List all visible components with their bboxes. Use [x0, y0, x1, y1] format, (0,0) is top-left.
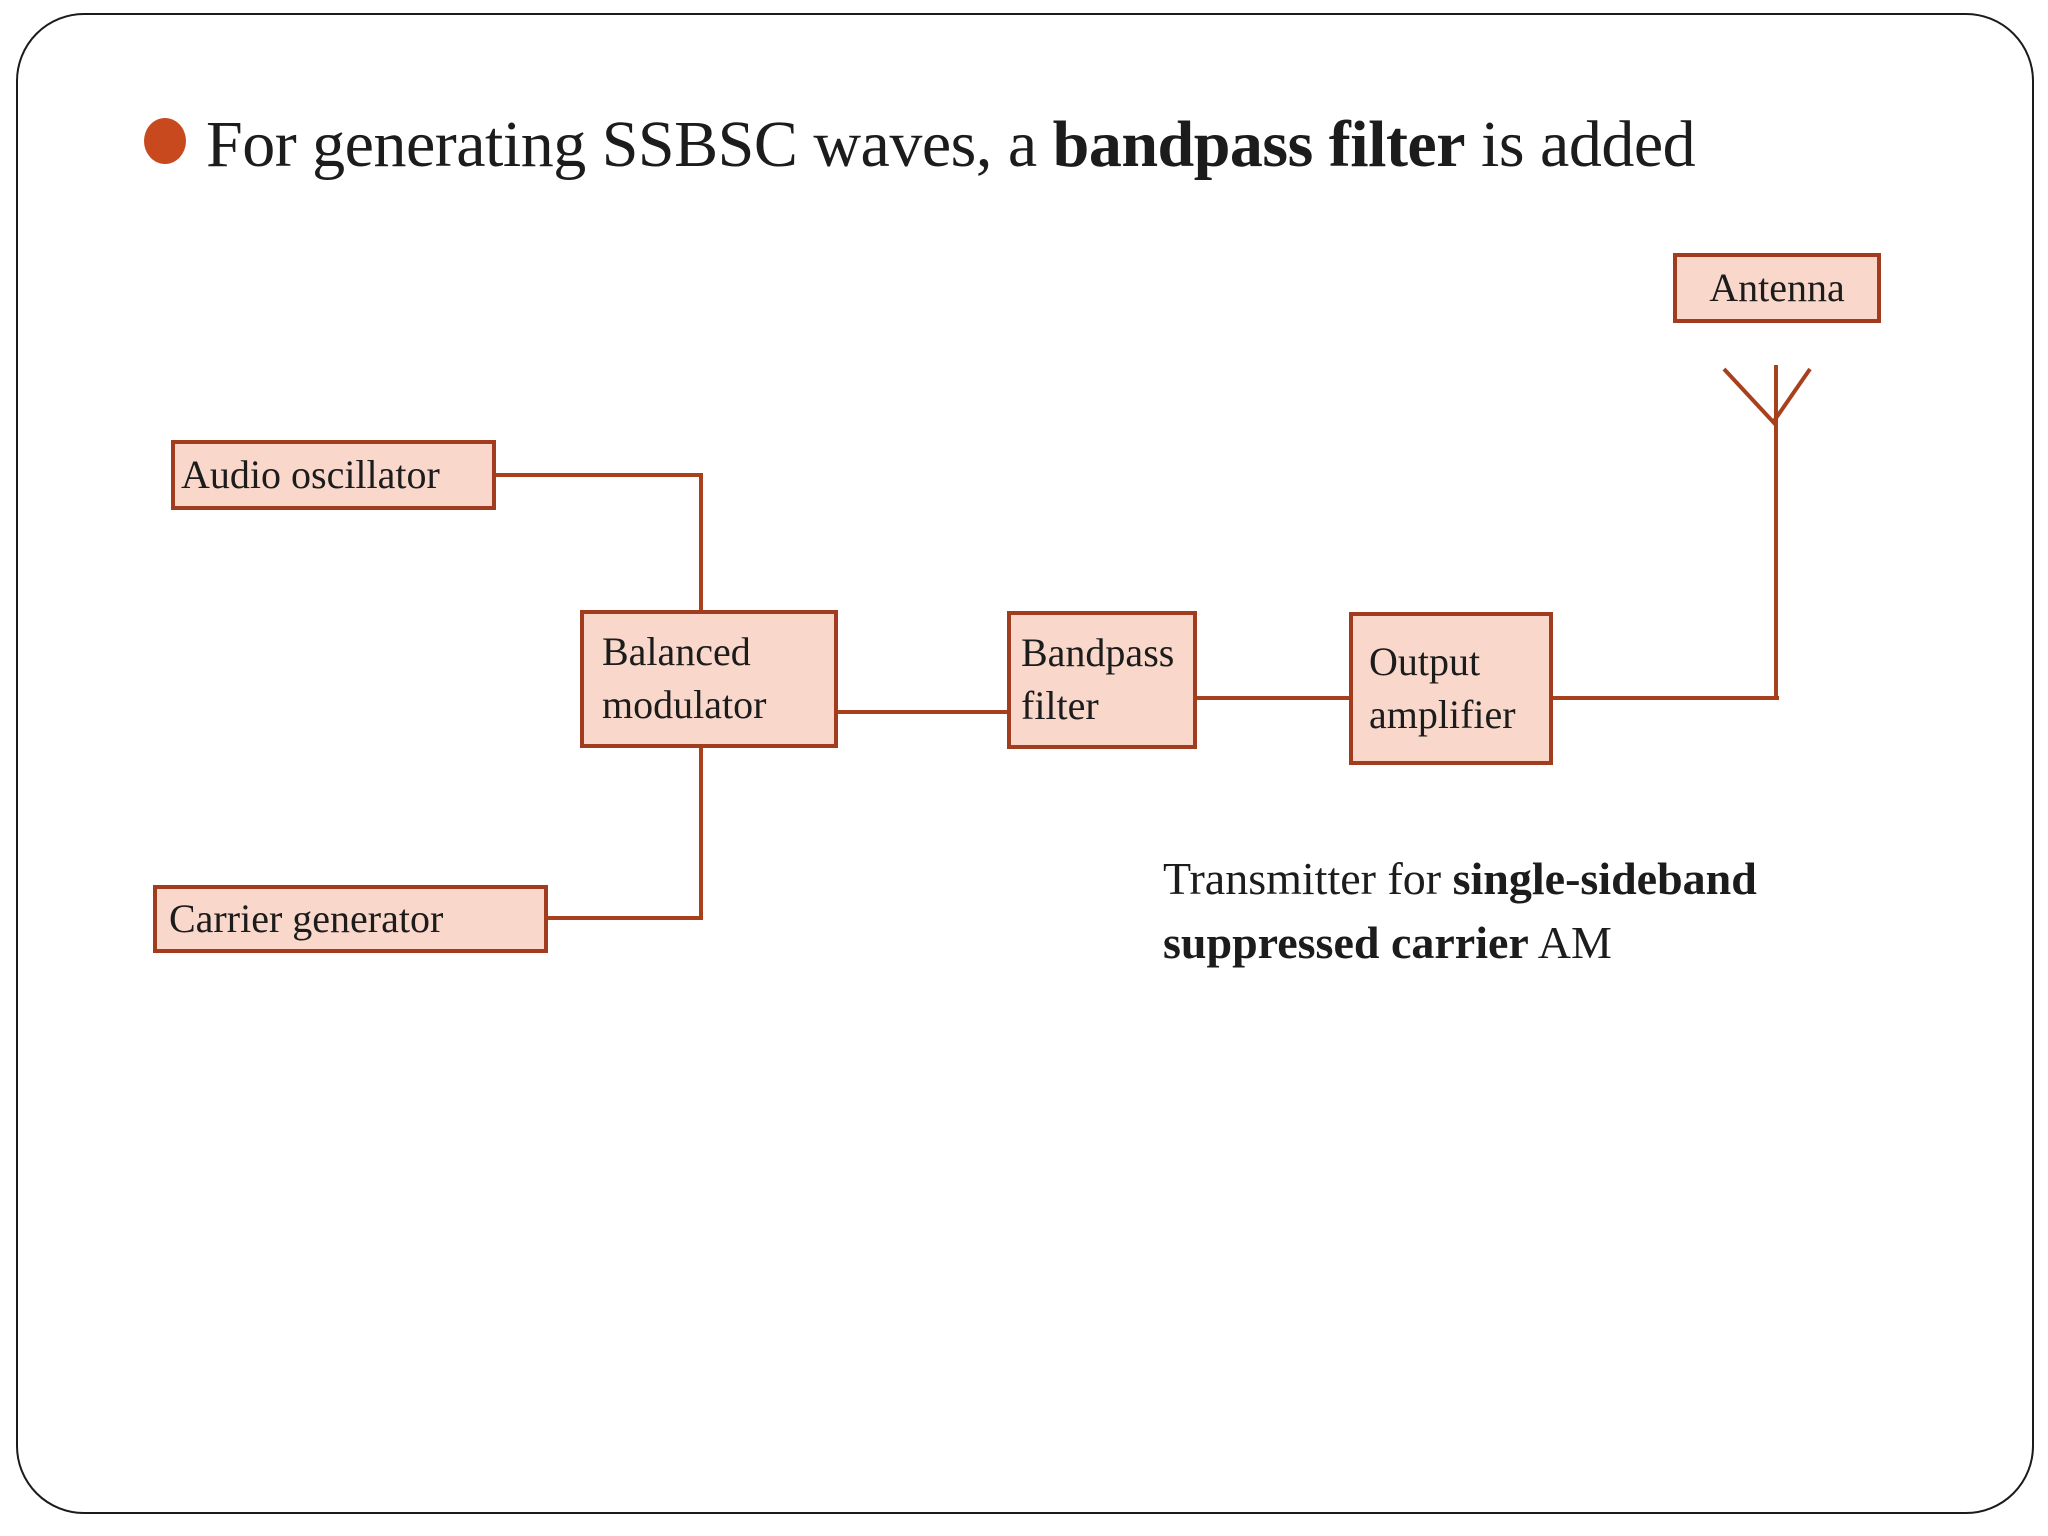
connector-output-to-antenna: [1553, 696, 1779, 700]
antenna-icon: [1722, 365, 1812, 427]
connector-balanced-to-bandpass: [838, 710, 1007, 714]
output-amplifier-box: Output amplifier: [1349, 612, 1553, 765]
carrier-generator-box: Carrier generator: [153, 885, 548, 953]
caption-line1-regular: Transmitter for: [1163, 853, 1453, 904]
output-amplifier-box-label: Output amplifier: [1369, 638, 1516, 737]
connector-audio-oscillator-horizontal: [496, 473, 703, 477]
caption-line2-regular: AM: [1528, 917, 1612, 969]
bullet-icon: [144, 118, 186, 164]
antenna-box-label: Antenna: [1709, 264, 1845, 310]
bandpass-filter-box-label: Bandpass filter: [1021, 630, 1175, 728]
caption-line2-bold: suppressed carrier: [1163, 917, 1529, 969]
audio-oscillator-box-label: Audio oscillator: [181, 451, 440, 497]
title-bold-phrase: bandpass filter: [1052, 108, 1466, 181]
caption-line1-bold: single-sideband: [1452, 853, 1757, 904]
connector-audio-oscillator-vertical: [699, 473, 703, 614]
diagram-caption: Transmitter for single-sideband suppress…: [1163, 847, 1923, 976]
title-prefix: For generating SSBSC waves, a: [206, 108, 1053, 181]
balanced-modulator-box: Balanced modulator: [580, 610, 838, 748]
audio-oscillator-box: Audio oscillator: [171, 440, 496, 510]
connector-carrier-horizontal: [548, 916, 701, 920]
slide-title: For generating SSBSC waves, a bandpass f…: [206, 107, 1906, 183]
carrier-generator-box-label: Carrier generator: [169, 895, 444, 941]
connector-bandpass-to-output: [1197, 696, 1349, 700]
balanced-modulator-box-label: Balanced modulator: [602, 629, 767, 727]
bandpass-filter-box: Bandpass filter: [1007, 611, 1197, 749]
slide-canvas: For generating SSBSC waves, a bandpass f…: [16, 13, 2034, 1514]
connector-antenna-stem: [1774, 423, 1778, 700]
antenna-box: Antenna: [1673, 253, 1881, 323]
title-suffix: is added: [1465, 108, 1696, 181]
connector-balanced-down: [699, 748, 703, 920]
